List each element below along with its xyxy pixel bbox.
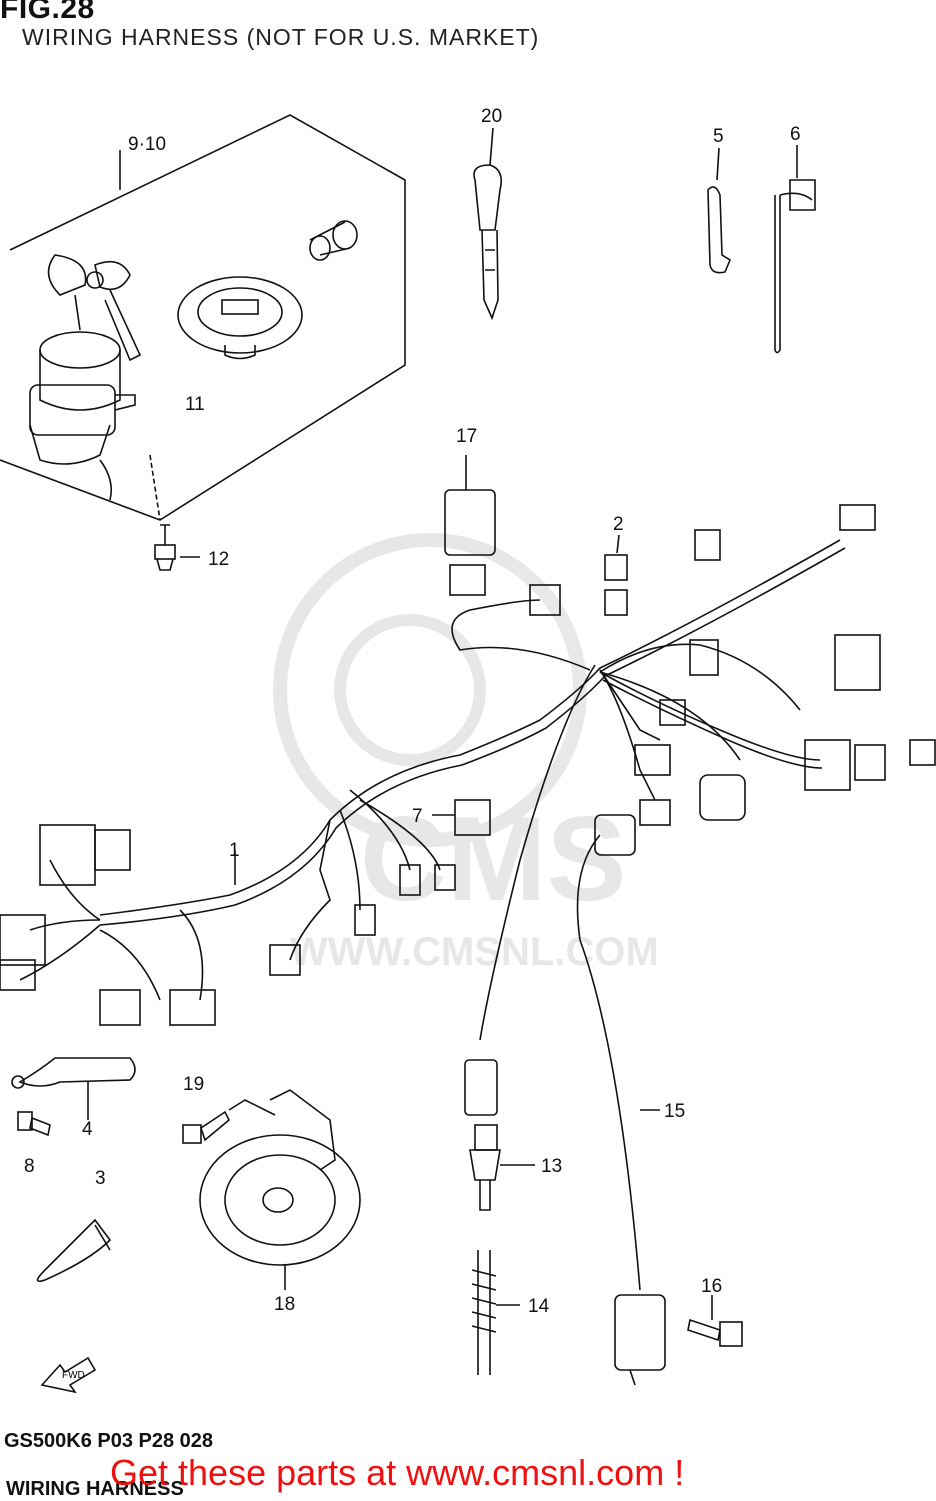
blank-key-20 [473, 127, 503, 321]
callout-3: 3 [95, 1168, 106, 1189]
watermark-url: WWW.CMSNL.COM [290, 930, 659, 974]
bolt-8 [17, 1111, 51, 1137]
callout-1: 1 [229, 840, 240, 861]
forward-arrow: FWD [40, 1356, 97, 1394]
footer-model-code: GS500K6 P03 P28 028 [4, 1430, 214, 1452]
spring-14 [471, 1250, 520, 1375]
callout-5: 5 [713, 126, 724, 147]
callout-13: 13 [541, 1156, 562, 1177]
bolt-19 [182, 1099, 276, 1144]
callout-14: 14 [528, 1296, 550, 1317]
callout-4: 4 [82, 1119, 93, 1140]
horn-18 [199, 1089, 361, 1290]
callout-9-10: 9·10 [128, 134, 166, 155]
ignition-switch [29, 331, 161, 521]
callout-8: 8 [24, 1156, 35, 1177]
figure-title: FIG.28 [0, 0, 95, 25]
callout-15: 15 [664, 1101, 685, 1122]
ignition-switch-set-panel [0, 114, 406, 521]
wiring-harness-main [0, 489, 936, 1291]
connector-17 [444, 489, 496, 556]
callout-18: 18 [274, 1294, 295, 1315]
callout-16: 16 [701, 1276, 722, 1297]
fuel-tank-cap [177, 276, 303, 360]
sensor-15 [614, 1109, 666, 1386]
bolt-16 [687, 1295, 743, 1347]
callout-labels: 9·10 11 12 20 5 6 17 2 1 7 4 8 3 19 18 1… [24, 106, 801, 1317]
callout-17: 17 [456, 426, 477, 447]
switch-13 [464, 1059, 535, 1211]
clamp-3 [36, 1218, 112, 1283]
callout-7: 7 [412, 806, 423, 827]
watermark-brand: CMS [360, 792, 627, 926]
cmsnl-watermark: CMS WWW.CMSNL.COM [273, 533, 659, 974]
callout-12: 12 [208, 549, 229, 570]
callout-6: 6 [790, 124, 801, 145]
bolt-12 [154, 524, 200, 571]
clamp-5 [707, 147, 731, 274]
callout-20: 20 [481, 106, 502, 127]
callout-2: 2 [613, 514, 624, 535]
fwd-label: FWD [62, 1370, 85, 1381]
callout-19: 19 [183, 1074, 204, 1095]
footer-section-name: WIRING HARNESS [6, 1478, 184, 1500]
figure-subtitle: WIRING HARNESS (NOT FOR U.S. MARKET) [22, 24, 540, 50]
clamp-4 [11, 1057, 136, 1120]
band-6 [774, 145, 816, 354]
relay-7 [432, 799, 491, 836]
cmsnl-parts-link[interactable]: Get these parts at www.cmsnl.com ! [110, 1452, 685, 1493]
ignition-keys [47, 254, 142, 362]
seat-lock-cylinder [309, 220, 358, 261]
callout-11: 11 [185, 394, 205, 415]
